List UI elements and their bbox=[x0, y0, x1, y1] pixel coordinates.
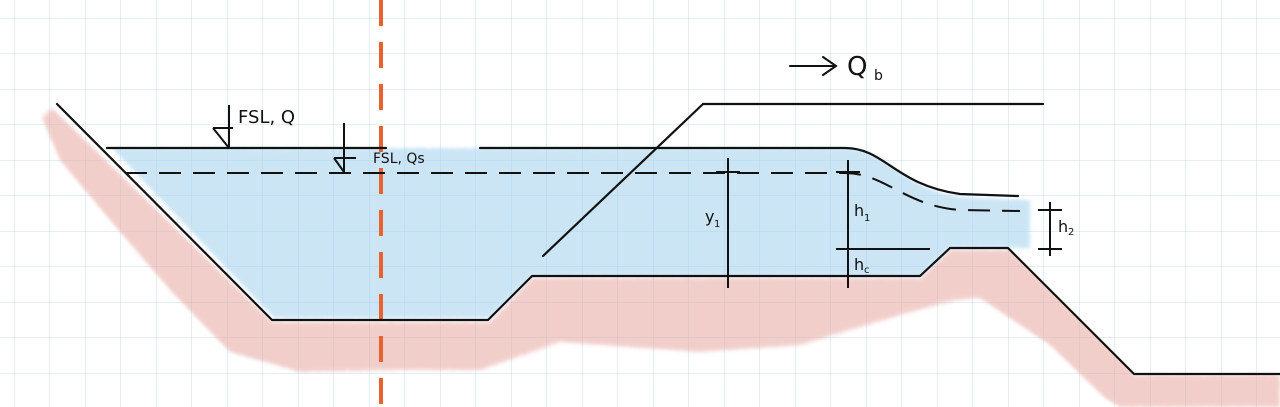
fsl-q-label: FSL, Q bbox=[238, 107, 295, 128]
y1-subscript: 1 bbox=[714, 219, 720, 230]
channel-profile bbox=[55, 102, 1280, 376]
qb-subscript: b bbox=[874, 68, 883, 84]
h2-subscript: 2 bbox=[1068, 227, 1074, 238]
fsl-q-water-surface-right bbox=[478, 146, 1020, 198]
inclined-bank bbox=[541, 102, 705, 258]
main-channel-bed bbox=[55, 102, 1280, 376]
fsl-qs-marker bbox=[333, 123, 356, 173]
qb-arrow bbox=[789, 56, 838, 76]
h2-label: h bbox=[1058, 217, 1068, 236]
fsl-q-marker bbox=[212, 105, 233, 149]
fsl-qs-label: FSL, Qs bbox=[373, 151, 425, 167]
hc-label: h bbox=[854, 255, 864, 274]
h1-hc-dimension bbox=[836, 160, 930, 288]
qb-label: Q bbox=[847, 52, 867, 82]
fsl-qs-water-surface bbox=[125, 172, 1021, 212]
h2-dimension bbox=[1038, 202, 1062, 256]
y1-label: y bbox=[705, 207, 714, 226]
y1-dimension bbox=[716, 158, 740, 288]
ground-shading bbox=[42, 108, 1280, 407]
h1-subscript: 1 bbox=[864, 213, 870, 224]
hc-subscript: c bbox=[864, 265, 870, 276]
h1-label: h bbox=[854, 201, 864, 220]
